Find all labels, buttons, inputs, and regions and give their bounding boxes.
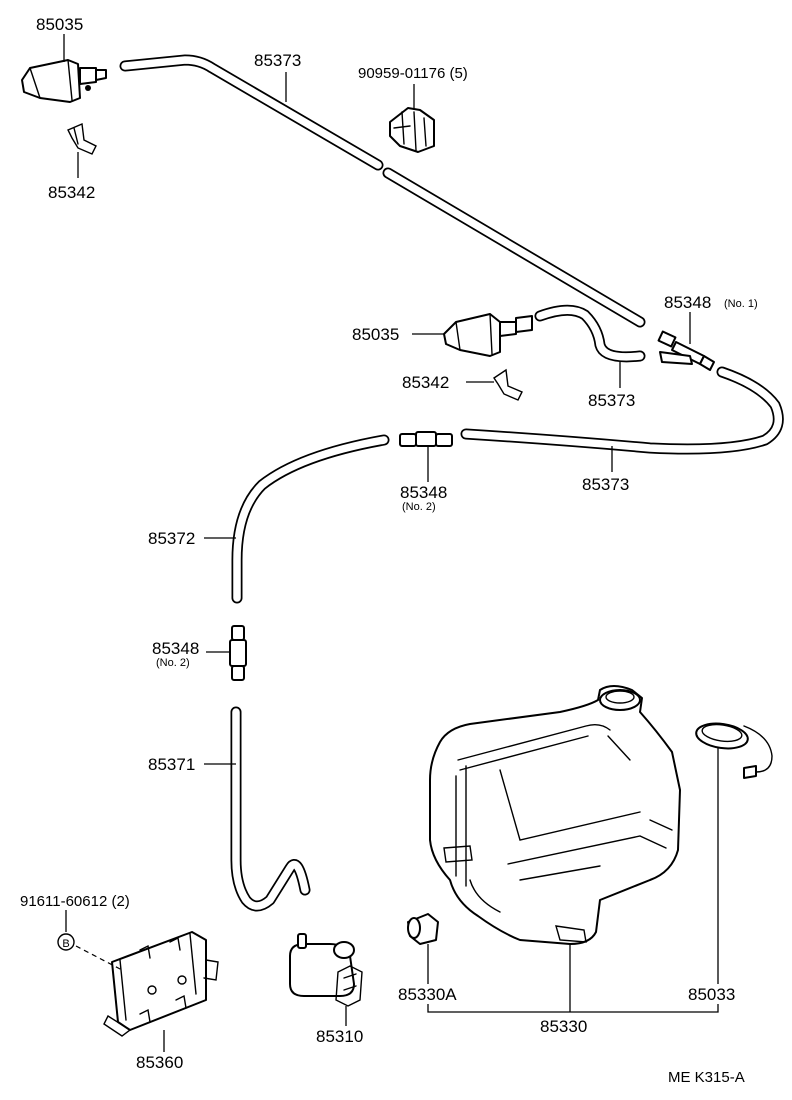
part-labels: 85035 85342 85373 90959-01176 (5) 85035 … bbox=[20, 15, 758, 1086]
pump-part bbox=[289, 933, 363, 1007]
label-cap: 85033 bbox=[688, 985, 735, 1004]
label-hose-mid: 85373 bbox=[588, 391, 635, 410]
label-nozzle-mid: 85035 bbox=[352, 325, 399, 344]
label-clip-mid: 85342 bbox=[402, 373, 449, 392]
tank-part bbox=[429, 685, 681, 945]
joint-no2-part bbox=[399, 431, 453, 447]
hose-85371 bbox=[230, 706, 311, 912]
cap-part bbox=[695, 722, 773, 779]
leader-lines bbox=[63, 34, 719, 1052]
label-joint-no2b-sub: (No. 2) bbox=[156, 657, 190, 669]
hose-85373-top bbox=[119, 54, 646, 328]
label-bolt: 91611-60612 (2) bbox=[20, 893, 130, 910]
label-hose-top: 85373 bbox=[254, 51, 301, 70]
label-hose-85371: 85371 bbox=[148, 755, 195, 774]
label-hose-right: 85373 bbox=[582, 475, 629, 494]
label-nozzle-upper: 85035 bbox=[36, 15, 83, 34]
label-grommet: 85330A bbox=[398, 985, 457, 1004]
nozzle-upper-part bbox=[21, 59, 107, 103]
clip-upper-part bbox=[67, 122, 97, 155]
label-clip-upper: 85342 bbox=[48, 183, 95, 202]
hose-85373-right bbox=[460, 366, 784, 455]
label-tank: 85330 bbox=[540, 1017, 587, 1036]
label-pump: 85310 bbox=[316, 1027, 363, 1046]
label-clamp: 90959-01176 (5) bbox=[358, 65, 468, 82]
clip-mid-part bbox=[493, 368, 523, 401]
joint-no1-part bbox=[657, 330, 715, 371]
nozzle-mid-part bbox=[443, 313, 533, 357]
label-joint-no1-sub: (No. 1) bbox=[724, 298, 758, 310]
label-joint-no1: 85348 bbox=[664, 293, 711, 312]
hose-85372 bbox=[231, 434, 390, 604]
label-joint-no2-sub: (No. 2) bbox=[402, 501, 436, 513]
bolt-marker-letter: B bbox=[62, 938, 69, 950]
label-bracket: 85360 bbox=[136, 1053, 183, 1072]
joint-no2b-part bbox=[229, 625, 247, 681]
label-joint-no2b: 85348 bbox=[152, 639, 199, 658]
bracket-part bbox=[103, 931, 219, 1037]
grommet-part bbox=[407, 913, 439, 945]
label-hose-85372: 85372 bbox=[148, 529, 195, 548]
label-joint-no2: 85348 bbox=[400, 483, 447, 502]
hose-85373-mid bbox=[534, 304, 646, 363]
reference-code: ME K315-A bbox=[668, 1069, 745, 1086]
clamp-part bbox=[389, 107, 435, 153]
bolt-marker: B bbox=[57, 933, 123, 971]
